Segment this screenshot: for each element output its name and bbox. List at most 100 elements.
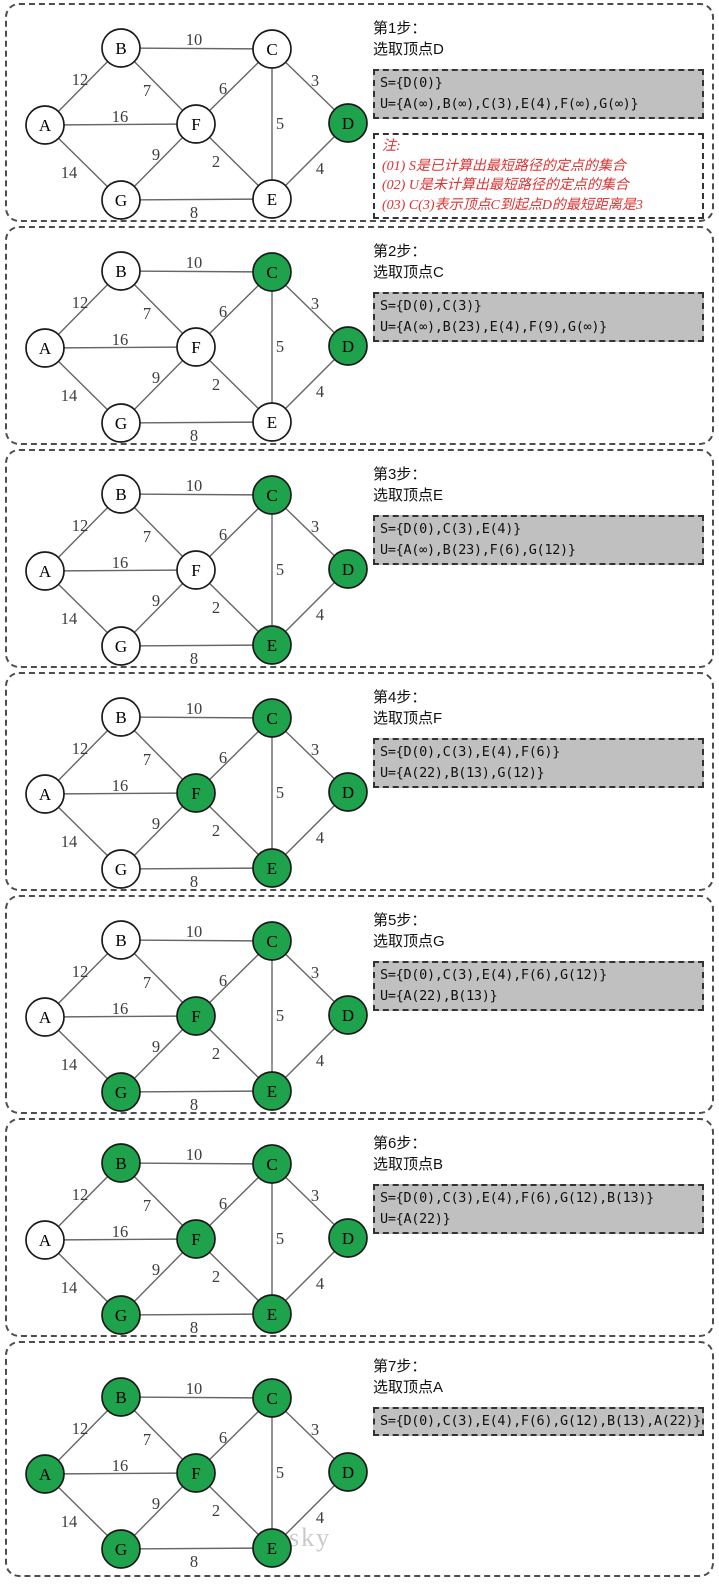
- s-set-line: S={D(0),C(3)}: [380, 298, 482, 314]
- node-C-circle: [252, 29, 292, 69]
- node-A-label: A: [39, 116, 52, 135]
- edge-weight-A-G: 14: [61, 1278, 78, 1297]
- node-B-circle: [101, 920, 141, 960]
- edge-weight-B-F: 7: [143, 973, 151, 992]
- edge-weight-D-E: 4: [316, 605, 324, 624]
- edge-G-E: [120, 421, 273, 424]
- node-F-label: F: [191, 1007, 200, 1026]
- node-F-label: F: [191, 784, 200, 803]
- node-C-label: C: [266, 709, 277, 728]
- node-C-circle: [252, 475, 292, 515]
- edge-weight-A-F: 16: [112, 107, 129, 126]
- edge-weight-B-F: 7: [143, 1196, 151, 1215]
- node-A-label: A: [39, 339, 52, 358]
- node-D-label: D: [342, 783, 354, 802]
- u-set-line: U={A(22),B(13)}: [380, 988, 498, 1004]
- node-E-circle: [252, 625, 292, 665]
- edge-weight-C-D: 3: [311, 71, 319, 90]
- set-box: S={D(0),C(3),E(4),F(6),G(12)}U={A(22),B(…: [373, 961, 704, 1011]
- set-box: S={D(0)}U={A(∞),B(∞),C(3),E(4),F(∞),G(∞)…: [373, 69, 704, 119]
- dijkstra-steps-figure: 12 10 7 6 3 16 5 9 2 14 4 8 A B C D E F G 第1步： 选取顶点D S={D(0)}…: [5, 3, 714, 1577]
- edge-weight-A-G: 14: [61, 1055, 78, 1074]
- s-set-line: S={D(0),C(3),E(4),F(6),G(12),B(13)}: [380, 1190, 654, 1206]
- node-A-circle: [25, 1454, 65, 1494]
- node-B-label: B: [115, 708, 126, 727]
- node-E-circle: [252, 1528, 292, 1568]
- u-set-line: U={A(∞),B(23),F(6),G(12)}: [380, 542, 576, 558]
- edge-weight-D-E: 4: [316, 1051, 324, 1070]
- edge-weight-C-E: 5: [276, 1229, 284, 1248]
- node-A-circle: [25, 997, 65, 1037]
- edge-weight-A-F: 16: [112, 999, 129, 1018]
- set-box: S={D(0),C(3),E(4),F(6),G(12),B(13)}U={A(…: [373, 1184, 704, 1234]
- node-B-label: B: [115, 931, 126, 950]
- node-A-circle: [25, 551, 65, 591]
- node-D-circle: [328, 772, 368, 812]
- node-C-label: C: [266, 1155, 277, 1174]
- node-E-label: E: [267, 1305, 277, 1324]
- edge-weight-B-F: 7: [143, 1430, 151, 1449]
- edge-weight-D-E: 4: [316, 1274, 324, 1293]
- node-D-label: D: [342, 337, 354, 356]
- node-G-label: G: [115, 637, 127, 656]
- edge-G-E: [120, 198, 273, 201]
- node-E-label: E: [267, 190, 277, 209]
- edge-weight-A-B: 12: [72, 516, 89, 535]
- step-number-label: 第6步：: [373, 1135, 427, 1152]
- node-F-circle: [176, 996, 216, 1036]
- edge-weight-B-C: 10: [186, 1379, 203, 1398]
- edge-weight-A-F: 16: [112, 776, 129, 795]
- edge-weight-B-C: 10: [186, 699, 203, 718]
- step-number-label: 第4步：: [373, 689, 427, 706]
- step-action-label: 选取顶点F: [373, 710, 443, 727]
- node-C-label: C: [266, 1389, 277, 1408]
- edge-weight-C-F: 6: [219, 79, 227, 98]
- edge-weight-A-B: 12: [72, 1185, 89, 1204]
- node-D-circle: [328, 1452, 368, 1492]
- node-G-circle: [101, 1072, 141, 1112]
- node-E-label: E: [267, 413, 277, 432]
- node-F-circle: [176, 550, 216, 590]
- node-G-circle: [101, 1529, 141, 1569]
- node-A-label: A: [39, 562, 52, 581]
- edge-B-C: [120, 493, 273, 496]
- node-G-circle: [101, 1295, 141, 1335]
- step-action-label: 选取顶点D: [373, 41, 444, 58]
- node-A-circle: [25, 1220, 65, 1260]
- note-line-2: (02) U是未计算出最短路径的定点的集合: [382, 178, 629, 193]
- node-B-circle: [101, 28, 141, 68]
- edge-weight-A-G: 14: [61, 1512, 78, 1531]
- edge-weight-G-E: 8: [190, 1552, 198, 1571]
- edge-weight-C-D: 3: [311, 1186, 319, 1205]
- edge-weight-G-E: 8: [190, 1318, 198, 1337]
- edge-A-F: [44, 1472, 197, 1475]
- node-E-circle: [252, 1294, 292, 1334]
- node-F-circle: [176, 1453, 216, 1493]
- edge-weight-F-G: 9: [152, 1037, 160, 1056]
- edge-weight-A-B: 12: [72, 70, 89, 89]
- note-box: 注:(01) S是已计算出最短路径的定点的集合(02) U是未计算出最短路径的定…: [373, 133, 704, 219]
- node-G-label: G: [115, 860, 127, 879]
- node-F-circle: [176, 104, 216, 144]
- step-number-label: 第5步：: [373, 912, 427, 929]
- edge-weight-F-E: 2: [212, 152, 220, 171]
- node-F-circle: [176, 327, 216, 367]
- node-G-label: G: [115, 1083, 127, 1102]
- edge-weight-D-E: 4: [316, 828, 324, 847]
- edge-weight-C-F: 6: [219, 1428, 227, 1447]
- node-D-circle: [328, 549, 368, 589]
- step-number-label: 第1步：: [373, 20, 427, 37]
- edge-B-C: [120, 1162, 273, 1165]
- node-B-circle: [101, 251, 141, 291]
- edge-weight-A-F: 16: [112, 1456, 129, 1475]
- edge-G-E: [120, 867, 273, 870]
- set-box: S={D(0),C(3)}U={A(∞),B(23),E(4),F(9),G(∞…: [373, 292, 704, 342]
- edge-weight-F-E: 2: [212, 1501, 220, 1520]
